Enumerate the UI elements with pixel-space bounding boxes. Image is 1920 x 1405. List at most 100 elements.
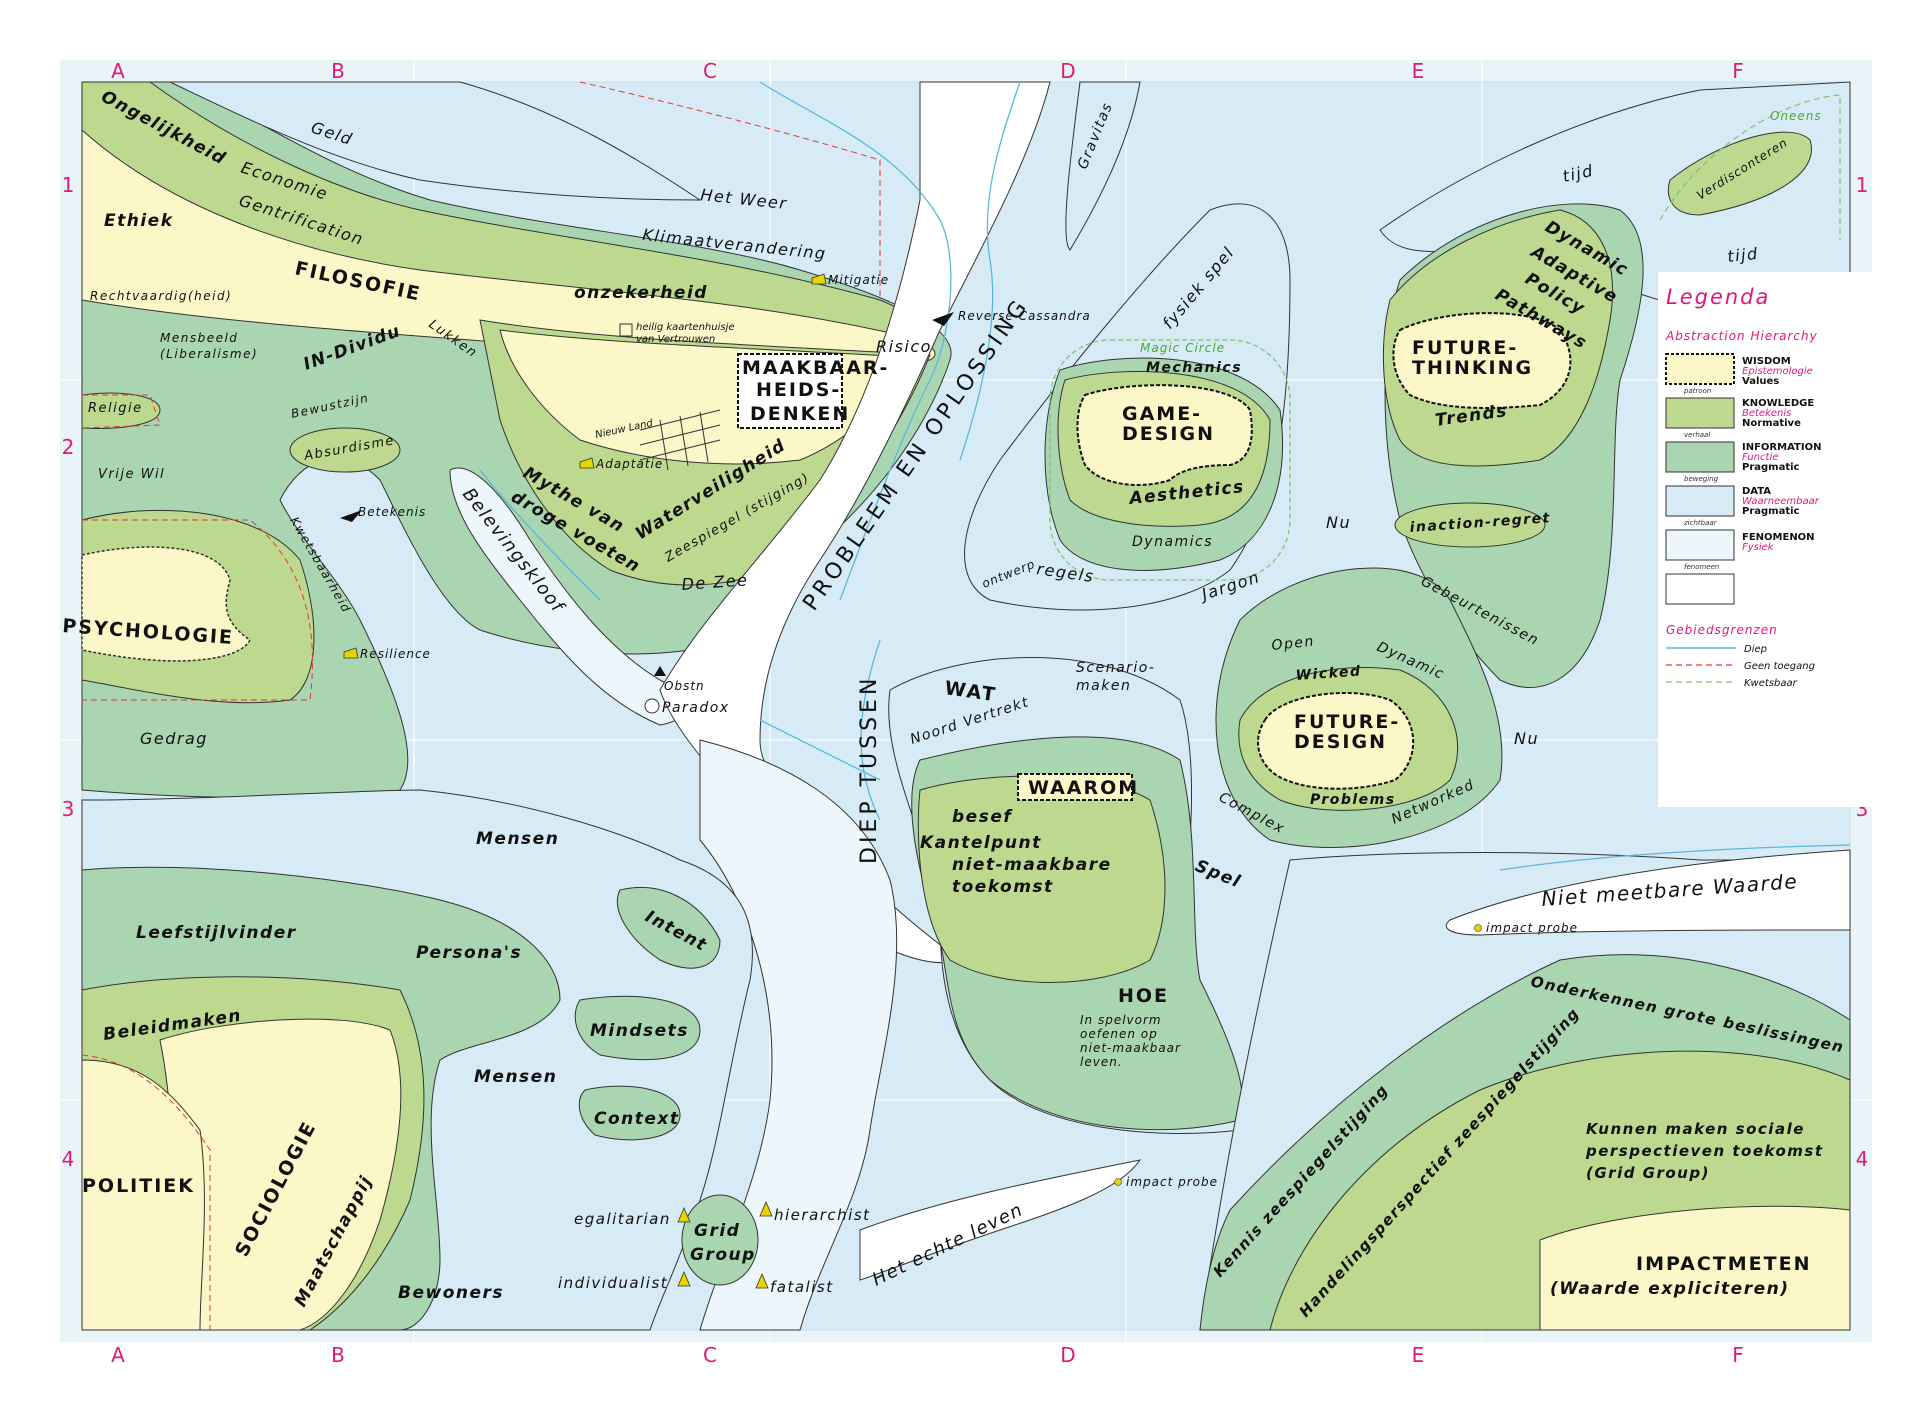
- label-kaartenhuisje-1: heilig kaartenhuisje: [636, 322, 735, 333]
- label-reverse-cassandra: Reverse Cassandra: [958, 309, 1091, 323]
- marker-adaptatie-icon: [579, 457, 595, 469]
- label-onzekerheid: onzekerheid: [574, 283, 708, 303]
- label-hierarchist: hierarchist: [774, 1206, 871, 1224]
- region-filosofie-wisdom: [81, 128, 936, 363]
- legend-swatch-data: [1665, 485, 1735, 517]
- legend-level-fenomenon-name: FENOMENON: [1742, 532, 1815, 543]
- label-dynamics: Dynamics: [1132, 534, 1213, 550]
- region-psychologie-wisdom: [81, 546, 251, 662]
- region-verdisconteren: [1667, 131, 1812, 216]
- label-future-design-2: DESIGN: [1294, 731, 1387, 753]
- label-leefstijlvinder: Leefstijlvinder: [136, 923, 297, 943]
- legend-level-information-value: Pragmatic: [1742, 462, 1800, 473]
- label-vrije-wil: Vrije Wil: [98, 467, 165, 482]
- label-scenario-1: Scenario-: [1076, 660, 1155, 676]
- marker-reverse-cassandra-icon: [932, 312, 954, 326]
- label-kunnen-3: (Grid Group): [1586, 1164, 1710, 1182]
- river-het-echte-leven: [859, 1159, 1142, 1281]
- river-center-wide: [699, 739, 898, 1331]
- grid-col-c-top: C: [703, 59, 717, 83]
- label-kaartenhuisje-2: van Vertrouwen: [636, 334, 715, 345]
- marker-mitigatie-icon: [811, 273, 827, 285]
- legend-swatch-fenomenon: [1665, 529, 1735, 561]
- legend-level-information-sub: Functie: [1742, 452, 1778, 463]
- label-future-thinking-2: THINKING: [1412, 357, 1533, 379]
- legend-level-data-value: Pragmatic: [1742, 506, 1800, 517]
- label-religie: Religie: [88, 401, 143, 416]
- label-wicked: Wicked: [1295, 663, 1362, 684]
- label-waarom: WAAROM: [1028, 777, 1139, 799]
- legend-level-information-name: INFORMATION: [1742, 442, 1821, 453]
- label-liberalisme: (Liberalisme): [160, 347, 258, 361]
- label-obstn: Obstn: [664, 679, 705, 693]
- grid-col-c-bottom: C: [703, 1343, 717, 1367]
- legend-border-diep: Diep: [1744, 644, 1767, 655]
- label-politiek: POLITIEK: [82, 1175, 195, 1197]
- label-game-design-2: DESIGN: [1122, 423, 1215, 445]
- grid-row-4-right: 4: [1856, 1147, 1869, 1171]
- grid-row-1-left: 1: [62, 173, 75, 197]
- legend: Legenda Abstraction Hierarchy WISDOM Epi…: [1658, 272, 1872, 807]
- legend-hierarchy-title: Abstraction Hierarchy: [1665, 329, 1818, 343]
- label-mechanics: Mechanics: [1146, 360, 1242, 376]
- legend-swatch-blank: [1665, 573, 1735, 605]
- label-grid-2: Group: [690, 1245, 756, 1265]
- label-context: Context: [594, 1109, 680, 1129]
- label-individualist: individualist: [558, 1274, 668, 1292]
- legend-title: Legenda: [1666, 285, 1770, 309]
- label-game-design-1: GAME-: [1122, 403, 1202, 425]
- label-mensen-2: Mensen: [474, 1067, 557, 1087]
- legend-level-information-link: beweging: [1684, 475, 1719, 483]
- legend-level-wisdom-link: patroon: [1683, 387, 1711, 395]
- vulnerable-borders: [1659, 94, 1841, 240]
- grid-col-e-bottom: E: [1412, 1343, 1425, 1367]
- label-hoe-desc-2: oefenen op: [1080, 1027, 1158, 1041]
- kaartenhuisje-icon: [619, 323, 633, 337]
- grid-col-e-top: E: [1412, 59, 1425, 83]
- label-mensbeeld: Mensbeeld: [160, 331, 238, 345]
- grid-row-2-left: 2: [62, 435, 75, 459]
- maakbaar-box: [737, 353, 843, 429]
- label-betekenis: Betekenis: [358, 505, 426, 519]
- marker-obstn-icon: [654, 666, 666, 676]
- legend-level-data-name: DATA: [1742, 486, 1771, 497]
- grid-col-b-bottom: B: [331, 1343, 345, 1367]
- marker-resilience-icon: [343, 647, 359, 659]
- legend-level-wisdom-value: Values: [1742, 376, 1779, 387]
- label-mindsets: Mindsets: [590, 1021, 689, 1041]
- legend-swatch-knowledge: [1665, 397, 1735, 429]
- marker-betekenis-icon: [340, 510, 362, 522]
- label-bewoners: Bewoners: [398, 1283, 504, 1303]
- grid-col-f-top: F: [1732, 59, 1744, 83]
- grid-col-a-bottom: A: [111, 1343, 125, 1367]
- legend-border-kwetsbaar: Kwetsbaar: [1744, 678, 1798, 689]
- label-oneens: Oneens: [1770, 109, 1822, 123]
- label-future-design-1: FUTURE-: [1294, 711, 1400, 733]
- label-mitigatie: Mitigatie: [828, 273, 889, 287]
- region-geld-data: [169, 81, 702, 201]
- region-impactmeten-wisdom: [1539, 1205, 1851, 1331]
- label-hoe: HOE: [1118, 985, 1169, 1007]
- marker-individualist-icon: [677, 1270, 691, 1287]
- label-nu-2: Nu: [1514, 729, 1539, 748]
- label-tijd-2: tijd: [1726, 244, 1759, 266]
- grid-col-b-top: B: [331, 59, 345, 83]
- region-inaction-regret: [1394, 502, 1546, 548]
- grid-row-labels-left: 1 2 3 4: [62, 173, 75, 1171]
- label-hoe-desc-4: leven.: [1080, 1055, 1123, 1069]
- region-gravitas: [1065, 81, 1141, 251]
- legend-level-knowledge-link: verhaal: [1684, 431, 1710, 439]
- label-future-thinking-1: FUTURE-: [1412, 337, 1518, 359]
- label-kunnen-2: perspectieven toekomst: [1585, 1142, 1824, 1160]
- waarom-box: [1017, 773, 1133, 801]
- grid-column-labels-bottom: A B C D E F: [111, 1343, 1744, 1367]
- label-niet-maakbare: niet-maakbare: [952, 855, 1112, 875]
- legend-level-knowledge-name: KNOWLEDGE: [1742, 398, 1814, 409]
- grid-col-a-top: A: [111, 59, 125, 83]
- legend-level-fenomenon-link: fenomeen: [1684, 563, 1719, 571]
- impact-probe-icon-1: [1474, 924, 1482, 932]
- label-grid-1: Grid: [694, 1221, 740, 1241]
- label-impactmeten: IMPACTMETEN: [1636, 1253, 1812, 1275]
- region-game-design-wisdom: [1076, 384, 1253, 486]
- label-toekomst: toekomst: [952, 877, 1054, 897]
